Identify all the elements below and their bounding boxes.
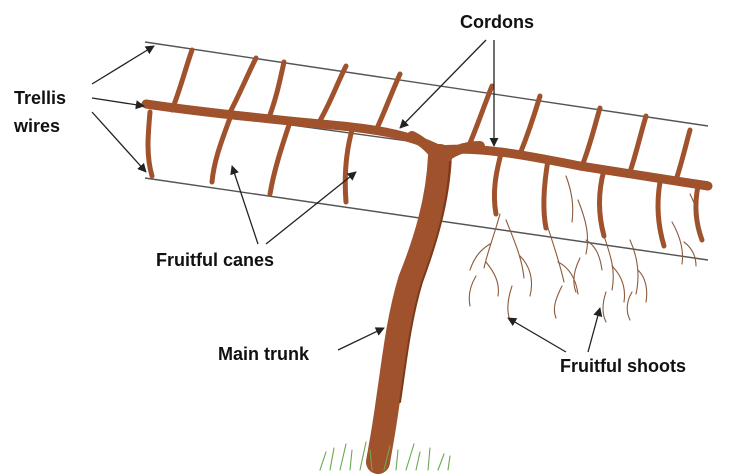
cane bbox=[345, 130, 352, 202]
label-trellis-line2: wires bbox=[13, 116, 60, 136]
cane bbox=[630, 116, 646, 172]
arrow-cane-left bbox=[232, 166, 258, 244]
arrow-shoot-left bbox=[508, 318, 566, 352]
fruitful-shoots bbox=[469, 176, 698, 322]
cordon-right bbox=[440, 149, 708, 186]
arrow-trellis-bottom bbox=[92, 112, 146, 172]
arrow-cane-right bbox=[266, 172, 356, 244]
label-trellis-line1: Trellis bbox=[14, 88, 66, 108]
cordon-left bbox=[146, 104, 440, 150]
cane bbox=[212, 118, 230, 182]
cane bbox=[658, 182, 664, 246]
arrow-trellis-top bbox=[92, 46, 154, 84]
arrow-cordon-left bbox=[400, 40, 486, 128]
main-trunk bbox=[378, 136, 480, 462]
cane bbox=[600, 170, 605, 236]
cane bbox=[318, 66, 346, 124]
cane bbox=[228, 58, 256, 116]
cane bbox=[544, 160, 548, 228]
cane bbox=[520, 96, 540, 154]
cane bbox=[582, 108, 600, 166]
cane bbox=[494, 150, 502, 214]
arrow-trunk bbox=[338, 328, 384, 350]
label-fruitful-canes: Fruitful canes bbox=[156, 250, 274, 270]
cane bbox=[470, 86, 492, 143]
arrow-shoot-right bbox=[588, 308, 600, 352]
label-main-trunk: Main trunk bbox=[218, 344, 310, 364]
cane bbox=[270, 122, 290, 194]
cane bbox=[268, 62, 284, 120]
arrow-trellis-middle bbox=[92, 98, 144, 106]
cane bbox=[148, 112, 152, 176]
cane bbox=[378, 74, 400, 126]
cane bbox=[172, 50, 192, 110]
label-fruitful-shoots: Fruitful shoots bbox=[560, 356, 686, 376]
label-cordons: Cordons bbox=[460, 12, 534, 32]
cane bbox=[676, 130, 690, 180]
